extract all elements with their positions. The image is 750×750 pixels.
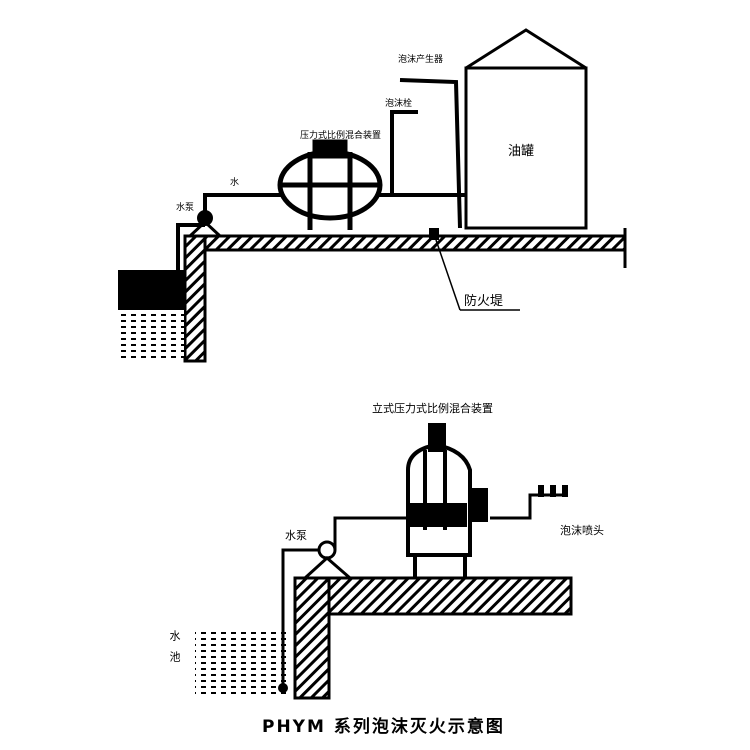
bottom-ground (293, 576, 573, 700)
tank-label: 油罐 (508, 144, 535, 159)
water-label: 水 (230, 178, 240, 188)
top-pump (197, 210, 213, 226)
bottom-pump (317, 540, 337, 560)
top-piping (176, 78, 466, 275)
bottom-piping (281, 493, 565, 688)
bottom-mixer-label: 立式压力式比例混合装置 (372, 402, 493, 415)
top-pump-label: 水泵 (176, 203, 195, 213)
foam-nozzles (538, 485, 568, 497)
top-oil-tank (464, 28, 588, 230)
top-mixer-tank (277, 139, 383, 230)
foam-outlet-label: 泡沫产生器 (398, 55, 444, 65)
nozzle-label: 泡沫喷头 (560, 524, 604, 537)
top-ground (183, 228, 627, 363)
bottom-pump-label: 水泵 (285, 529, 307, 542)
dike-label: 防火堤 (464, 294, 504, 309)
diagram-title: PHYM 系列泡沫灭火示意图 (262, 717, 505, 737)
dike-wall (429, 228, 439, 240)
top-mixer-label: 压力式比例混合装置 (300, 131, 382, 141)
bottom-mixer-tank (406, 423, 488, 578)
valve-label: 泡沫栓 (385, 99, 413, 109)
pool-label: 水池 (168, 630, 181, 672)
bottom-water-pool (195, 630, 291, 695)
